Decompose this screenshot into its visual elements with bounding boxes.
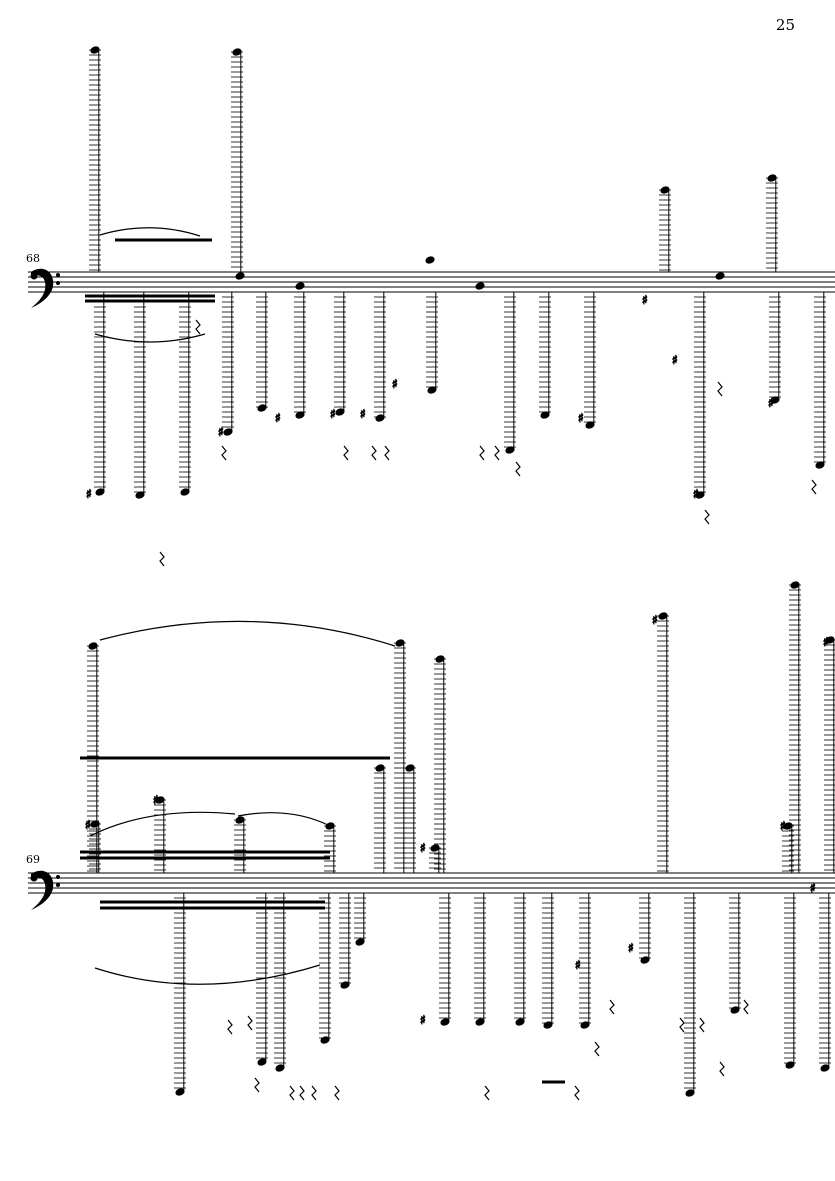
rest — [254, 1077, 260, 1093]
notehead — [475, 282, 485, 290]
rest — [811, 479, 817, 495]
rest — [227, 1019, 233, 1035]
rest — [299, 1085, 305, 1101]
bass-clef-2 — [30, 870, 60, 910]
sharp-sign: ♯ — [575, 958, 581, 972]
sharp-sign: ♯ — [392, 377, 398, 391]
sharp-sign: ♯ — [275, 411, 281, 425]
sharp-sign: ♯ — [780, 819, 786, 833]
notehead — [715, 272, 725, 280]
sharp-sign: ♯ — [86, 487, 92, 501]
sharp-sign: ♯ — [823, 635, 829, 649]
measure-number-68: 68 — [26, 252, 40, 265]
rest — [311, 1085, 317, 1101]
bass-clef-1 — [30, 268, 60, 308]
sharp-sign: ♯ — [153, 793, 159, 807]
sharp-sign: ♯ — [330, 407, 336, 421]
tie — [99, 620, 396, 647]
staff-system-1 — [28, 271, 835, 293]
measure-number-69: 69 — [26, 853, 40, 866]
rest — [371, 445, 377, 461]
rest — [699, 1017, 705, 1033]
slur — [94, 964, 321, 985]
sharp-sign: ♯ — [85, 818, 91, 832]
sharp-sign: ♯ — [768, 396, 774, 410]
rest — [679, 1017, 685, 1033]
rest — [704, 509, 710, 525]
notehead — [295, 282, 305, 290]
rest — [334, 1085, 340, 1101]
slur — [99, 227, 201, 237]
sharp-sign: ♯ — [578, 411, 584, 425]
sharp-sign: ♯ — [672, 353, 678, 367]
rest — [594, 1041, 600, 1057]
rest — [479, 445, 485, 461]
sharp-sign: ♯ — [628, 941, 634, 955]
rest — [343, 445, 349, 461]
sharp-sign: ♯ — [652, 613, 658, 627]
notehead — [425, 256, 435, 264]
sharp-sign: ♯ — [218, 425, 224, 439]
sharp-sign: ♯ — [642, 293, 648, 307]
rest — [384, 445, 390, 461]
sharp-sign: ♯ — [420, 1013, 426, 1027]
sharp-sign: ♯ — [810, 881, 816, 895]
rest — [159, 551, 165, 567]
rest — [247, 1015, 253, 1031]
page-number: 25 — [775, 16, 795, 34]
rest — [195, 319, 201, 335]
staff-system-2 — [28, 872, 835, 894]
rest — [719, 1061, 725, 1077]
rest — [484, 1085, 490, 1101]
rest — [717, 381, 723, 397]
sharp-sign: ♯ — [420, 841, 426, 855]
rest — [494, 445, 500, 461]
tie — [237, 812, 331, 827]
notehead — [235, 272, 245, 280]
rest — [289, 1085, 295, 1101]
rest — [574, 1085, 580, 1101]
sharp-sign: ♯ — [360, 407, 366, 421]
rest — [221, 445, 227, 461]
tie — [89, 811, 236, 837]
rest — [743, 999, 749, 1015]
rest — [609, 999, 615, 1015]
sharp-sign: ♯ — [693, 487, 699, 501]
rest — [515, 461, 521, 477]
notation-marks: ♯ ♯ ♯ ♯ ♯ ♯ ♯ ♯ ♯ ♯ ♯ ♯ ♯ ♯ ♯ ♯ ♯ ♯ ♯ ♯ ♯ — [80, 46, 835, 1101]
slur — [94, 333, 206, 343]
